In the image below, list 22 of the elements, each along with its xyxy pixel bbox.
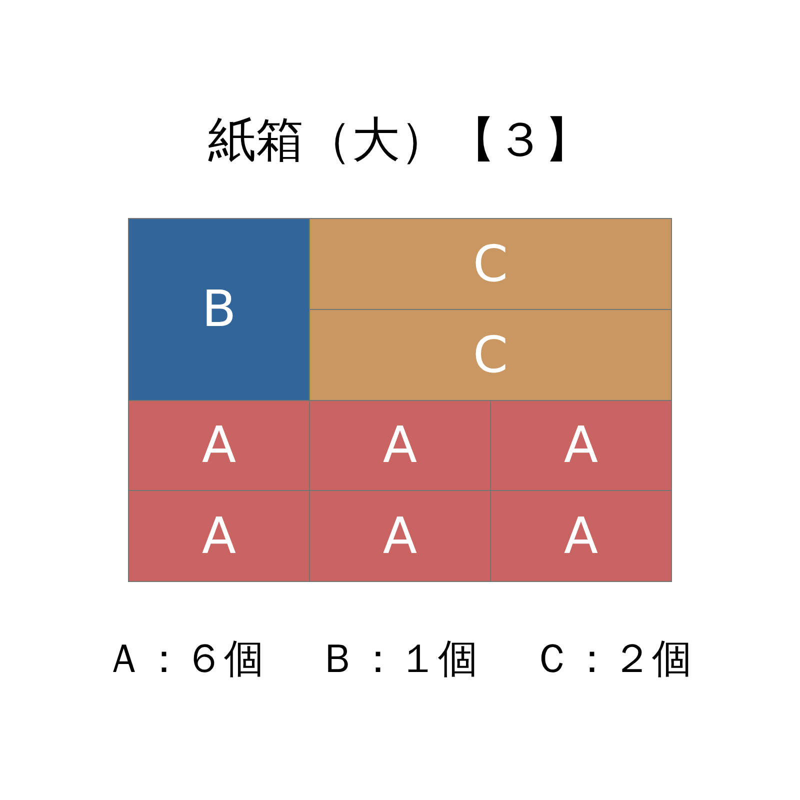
package-tile [128,218,310,400]
package-tile [490,400,672,492]
tile-letter: A [564,508,598,564]
count-label: Ａ：６個 [104,635,264,684]
tile-letter: A [202,508,236,564]
tile-letter: B [202,281,236,338]
package-tile [309,308,672,400]
package-tile [309,218,672,310]
count-label: Ｂ：１個 [318,635,478,684]
tile-letter: A [382,508,418,564]
tile-letter: A [564,417,598,474]
title: 紙箱（大）【３】 [208,111,592,170]
package-tile [309,490,491,582]
package-tile [309,400,491,492]
package-tile [128,490,310,582]
tile-letter: A [202,417,236,474]
package-tile [128,400,310,492]
package-tile [490,490,672,582]
tile-letter: A [382,417,418,474]
count-label: Ｃ：２個 [532,635,692,684]
tile-letter: C [473,326,508,383]
tile-letter: C [473,236,508,292]
